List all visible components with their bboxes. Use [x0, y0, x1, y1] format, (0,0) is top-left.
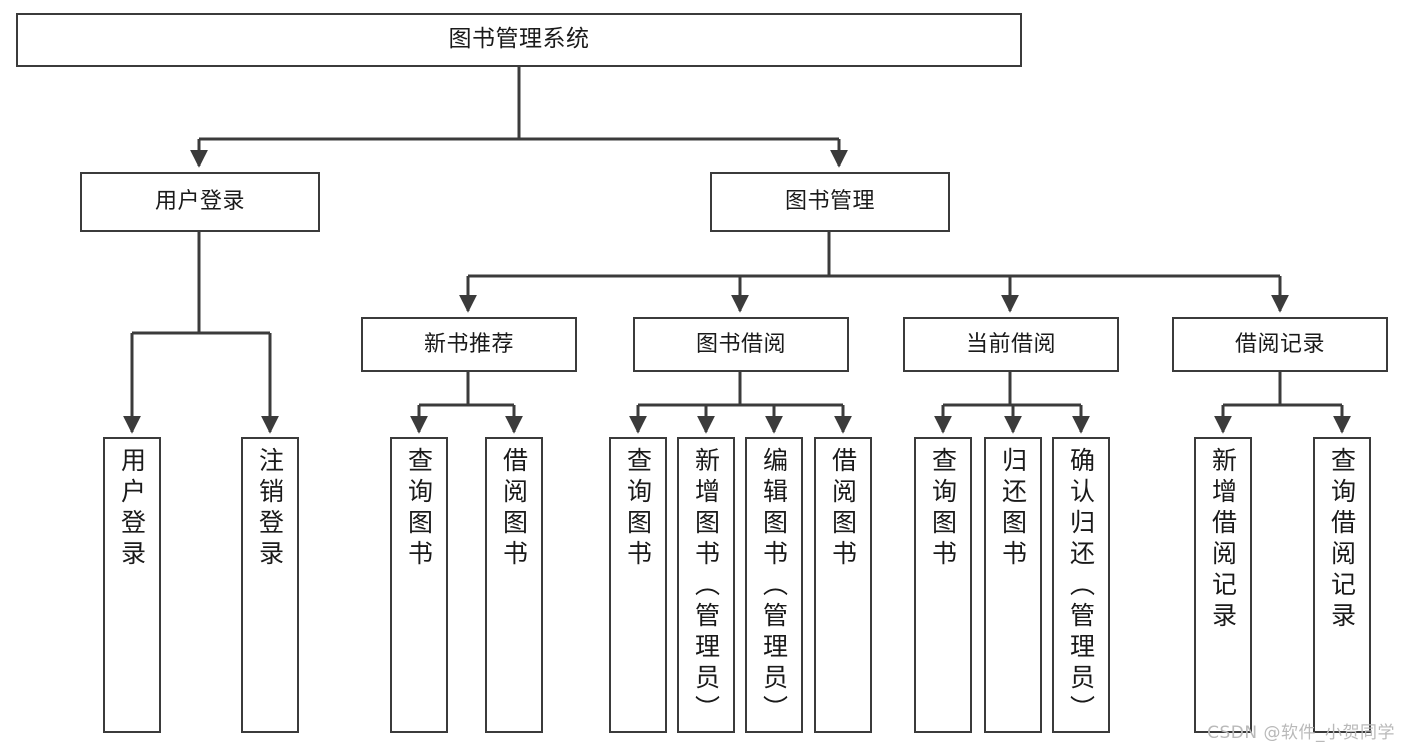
node-leaf-query-book-1-label: 查询图书	[404, 447, 434, 571]
node-leaf-user-login[interactable]: 用户登录	[103, 437, 161, 733]
node-leaf-borrow-book-1-label: 借阅图书	[499, 447, 529, 571]
node-leaf-add-borrow-record-label: 新增借阅记录	[1208, 447, 1238, 633]
node-leaf-borrow-book-2-label: 借阅图书	[828, 447, 858, 571]
node-current-borrow-label: 当前借阅	[965, 331, 1056, 357]
node-book-manage[interactable]: 图书管理	[710, 172, 950, 232]
node-leaf-confirm-return-admin[interactable]: 确认归还（管理员）	[1052, 437, 1110, 733]
node-user-login-label: 用户登录	[154, 189, 245, 215]
node-leaf-edit-book-admin[interactable]: 编辑图书（管理员）	[745, 437, 803, 733]
node-new-book-recommend[interactable]: 新书推荐	[361, 317, 577, 372]
node-leaf-confirm-return-admin-label: 确认归还（管理员）	[1066, 447, 1096, 726]
node-leaf-add-book-admin-label: 新增图书（管理员）	[691, 447, 721, 726]
node-root-system[interactable]: 图书管理系统	[16, 13, 1022, 67]
node-leaf-add-book-admin[interactable]: 新增图书（管理员）	[677, 437, 735, 733]
node-borrow-record[interactable]: 借阅记录	[1172, 317, 1388, 372]
node-current-borrow[interactable]: 当前借阅	[903, 317, 1119, 372]
node-leaf-query-borrow-record[interactable]: 查询借阅记录	[1313, 437, 1371, 733]
node-leaf-return-book-label: 归还图书	[998, 447, 1028, 571]
node-leaf-query-book-3-label: 查询图书	[928, 447, 958, 571]
node-leaf-edit-book-admin-label: 编辑图书（管理员）	[759, 447, 789, 726]
node-root-label: 图书管理系统	[448, 26, 590, 53]
node-leaf-user-login-label: 用户登录	[117, 447, 147, 571]
node-leaf-borrow-book-2[interactable]: 借阅图书	[814, 437, 872, 733]
node-leaf-logout-login-label: 注销登录	[255, 447, 285, 571]
node-leaf-add-borrow-record[interactable]: 新增借阅记录	[1194, 437, 1252, 733]
node-book-manage-label: 图书管理	[784, 189, 875, 215]
node-book-borrow-label: 图书借阅	[695, 331, 786, 357]
node-leaf-return-book[interactable]: 归还图书	[984, 437, 1042, 733]
node-leaf-query-book-3[interactable]: 查询图书	[914, 437, 972, 733]
node-leaf-query-book-1[interactable]: 查询图书	[390, 437, 448, 733]
node-leaf-query-book-2[interactable]: 查询图书	[609, 437, 667, 733]
node-leaf-borrow-book-1[interactable]: 借阅图书	[485, 437, 543, 733]
node-user-login[interactable]: 用户登录	[80, 172, 320, 232]
watermark-credit: CSDN @软件_小贺同学	[1207, 723, 1395, 743]
node-book-borrow[interactable]: 图书借阅	[633, 317, 849, 372]
node-leaf-query-book-2-label: 查询图书	[623, 447, 653, 571]
node-new-book-recommend-label: 新书推荐	[423, 331, 514, 357]
node-leaf-logout-login[interactable]: 注销登录	[241, 437, 299, 733]
node-leaf-query-borrow-record-label: 查询借阅记录	[1327, 447, 1357, 633]
node-borrow-record-label: 借阅记录	[1234, 331, 1325, 357]
